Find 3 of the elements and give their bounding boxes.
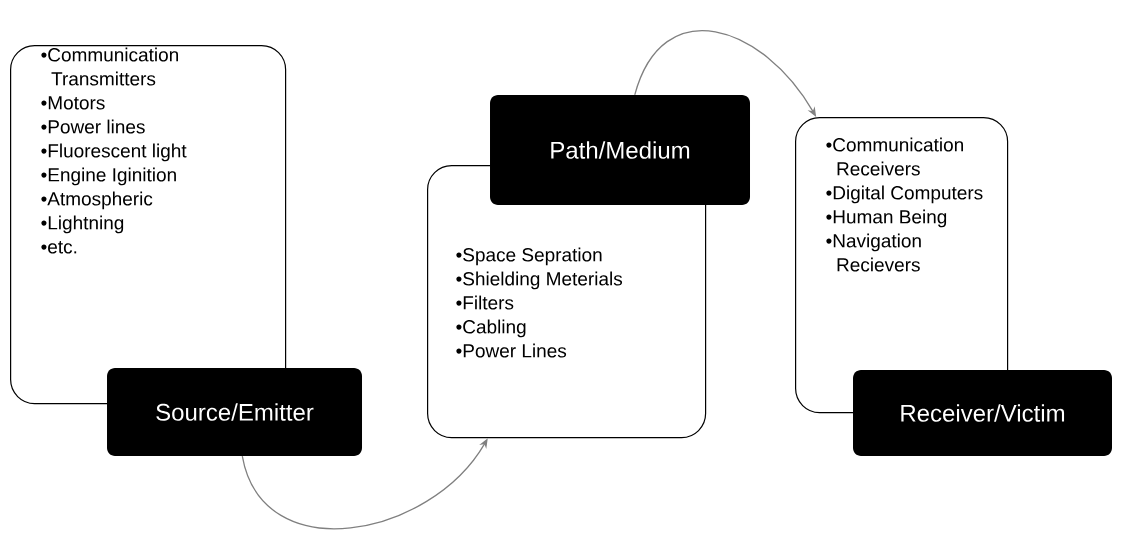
label-box: Path/Medium [490,95,750,205]
label-box: Receiver/Victim [853,370,1112,456]
label-box: Source/Emitter [107,368,362,456]
